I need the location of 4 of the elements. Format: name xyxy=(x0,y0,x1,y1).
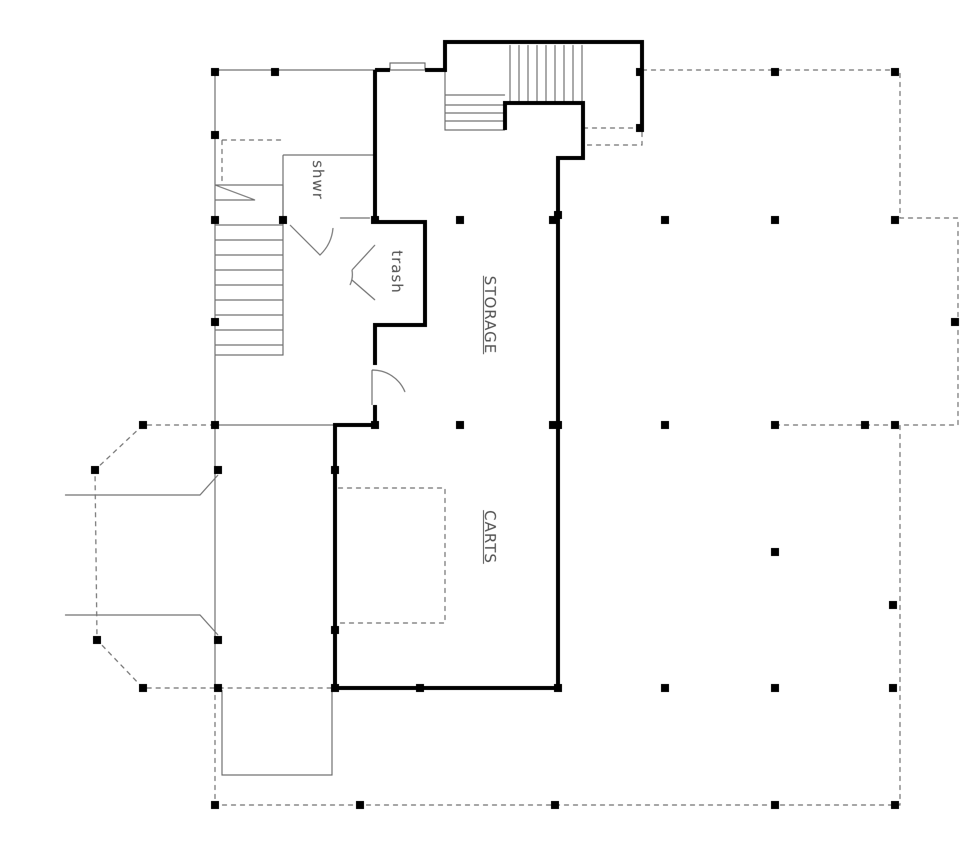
room-label: CARTS xyxy=(481,510,499,564)
room-label: trash xyxy=(388,250,406,294)
room-label: shwr xyxy=(309,160,327,200)
room-label: STORAGE xyxy=(481,276,499,354)
